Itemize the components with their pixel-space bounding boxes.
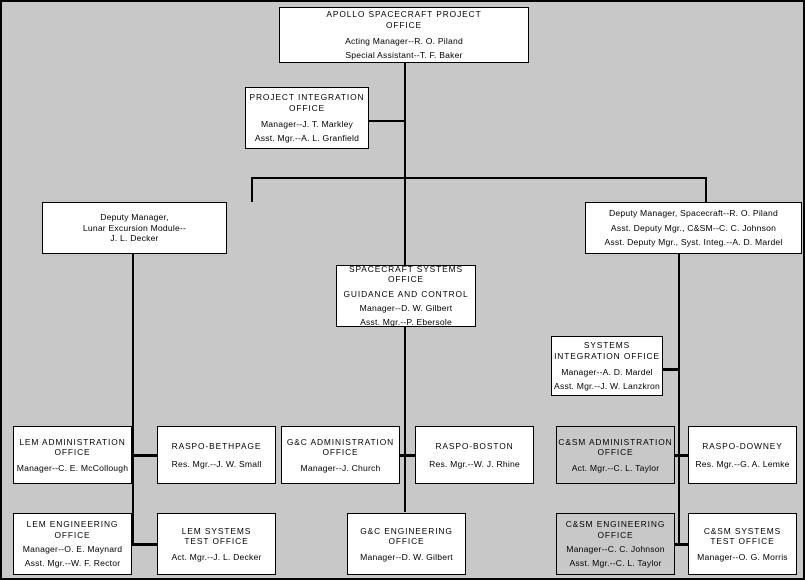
node-header-line-2: OFFICE: [597, 446, 634, 457]
node-header-line-1: G&C ENGINEERING: [360, 525, 453, 536]
node-raspo-downey[interactable]: RASPO-DOWNEY Res. Mgr.--G. A. Lemke: [688, 426, 797, 484]
node-detail-line-1: Manager--O. E. Maynard: [22, 543, 123, 554]
node-header-line-1: PROJECT INTEGRATION: [249, 92, 365, 103]
connector-spacecraft-deputy-drop: [705, 177, 707, 202]
node-detail-line-1: Res. Mgr.--J. W. Small: [171, 458, 262, 469]
node-detail-line-2: Asst. Deputy Mgr., C&SM--C. C. Johnson: [610, 222, 777, 233]
node-header-line-2: OFFICE: [322, 446, 359, 457]
connector-center-spine: [404, 327, 406, 512]
node-header-line-1: C&SM ENGINEERING: [565, 519, 666, 530]
node-detail-line-2: Asst. Mgr.--A. L. Granfield: [254, 133, 360, 144]
node-detail-line-2: Asst. Mgr.--J. W. Lanzkron: [554, 381, 660, 392]
node-detail-line-1: Manager--O. G. Morris: [697, 552, 788, 562]
node-detail-line-1: Deputy Manager,: [100, 212, 169, 223]
node-header-line-2: OFFICE: [288, 102, 326, 113]
node-gc-engineering-office[interactable]: G&C ENGINEERING OFFICE Manager--D. W. Gi…: [347, 513, 466, 575]
node-lem-engineering-office[interactable]: LEM ENGINEERING OFFICE Manager--O. E. Ma…: [13, 513, 132, 575]
node-header-line-1: LEM SYSTEMS: [181, 525, 252, 536]
node-detail-line-1: Manager--J. T. Markley: [260, 118, 354, 129]
node-csm-systems-test-office[interactable]: C&SM SYSTEMS TEST OFFICE Manager--O. G. …: [688, 513, 797, 575]
node-csm-engineering-office[interactable]: C&SM ENGINEERING OFFICE Manager--C. C. J…: [556, 513, 675, 575]
node-header-line-2: OFFICE: [385, 19, 423, 30]
node-header-line-1: G&C ADMINISTRATION: [286, 436, 395, 447]
node-header-line-2: INTEGRATION OFFICE: [554, 350, 660, 361]
node-detail-line-3: J. L. Decker: [110, 233, 159, 244]
node-header-line-1: LEM ADMINISTRATION: [19, 436, 126, 447]
node-detail-line-1: Deputy Manager, Spacecraft--R. O. Piland: [609, 208, 778, 219]
node-detail-line-2: Special Assistant--T. F. Baker: [345, 50, 463, 61]
node-detail-line-3: Asst. Deputy Mgr., Syst. Integ.--A. D. M…: [604, 237, 783, 248]
node-header-line-1: RASPO-BOSTON: [435, 440, 514, 451]
node-detail-line-2: Lunar Excursion Module--: [82, 222, 187, 233]
connector-project-integration-link: [368, 120, 406, 122]
node-header-line-2: TEST OFFICE: [710, 535, 775, 546]
connector-gc-admin-boston-link: [384, 454, 424, 457]
node-header-line-1: RASPO-DOWNEY: [702, 440, 783, 451]
node-raspo-bethpage[interactable]: RASPO-BETHPAGE Res. Mgr.--J. W. Small: [157, 426, 276, 484]
node-header-line-1: SPACECRAFT SYSTEMS OFFICE: [348, 264, 464, 285]
node-gc-administration-office[interactable]: G&C ADMINISTRATION OFFICE Manager--J. Ch…: [281, 426, 400, 484]
node-header-line-1: C&SM ADMINISTRATION: [558, 436, 673, 447]
connector-apollo-trunk: [404, 62, 406, 177]
node-header-line-1: C&SM SYSTEMS: [703, 525, 782, 536]
node-deputy-manager-lunar-excursion-module[interactable]: Deputy Manager, Lunar Excursion Module--…: [42, 202, 227, 254]
node-header-line-2: OFFICE: [597, 529, 634, 540]
node-lem-systems-test-office[interactable]: LEM SYSTEMS TEST OFFICE Act. Mgr.--J. L.…: [157, 513, 276, 575]
node-raspo-boston[interactable]: RASPO-BOSTON Res. Mgr.--W. J. Rhine: [415, 426, 534, 484]
node-detail-line-1: Res. Mgr.--W. J. Rhine: [429, 458, 520, 469]
node-detail-line-2: Asst. Mgr.--P. Ebersole: [360, 317, 452, 328]
node-header-line-2: OFFICE: [54, 529, 91, 540]
node-header-line-1: LEM ENGINEERING: [26, 519, 119, 530]
connector-deputy-bus: [251, 177, 707, 179]
node-detail-line-1: Acting Manager--R. O. Piland: [345, 35, 463, 46]
node-detail-line-1: Manager--A. D. Mardel: [561, 366, 653, 377]
node-spacecraft-systems-office[interactable]: SPACECRAFT SYSTEMS OFFICE GUIDANCE AND C…: [336, 264, 476, 328]
node-header-line-1: APOLLO SPACECRAFT PROJECT: [326, 9, 482, 20]
node-header-line-1: RASPO-BETHPAGE: [171, 440, 262, 451]
node-detail-line-1: Act. Mgr.--J. L. Decker: [171, 552, 262, 562]
connector-systems-integration-link: [662, 368, 680, 371]
node-header-line-2: OFFICE: [54, 446, 91, 457]
connector-spacecraft-spine: [678, 253, 680, 545]
connector-lem-deputy-drop: [251, 177, 253, 202]
connector-lem-admin-raspo-link: [132, 454, 158, 457]
node-detail-line-1: Manager--D. W. Gilbert: [359, 302, 453, 313]
node-detail-line-1: Manager--J. Church: [300, 463, 381, 473]
node-project-integration-office[interactable]: PROJECT INTEGRATION OFFICE Manager--J. T…: [245, 87, 369, 149]
node-header-line-2: GUIDANCE AND CONTROL: [343, 288, 469, 299]
node-header-line-2: OFFICE: [388, 535, 425, 546]
connector-lem-spine: [132, 253, 134, 545]
node-detail-line-1: Res. Mgr.--G. A. Lemke: [695, 458, 790, 469]
node-systems-integration-office[interactable]: SYSTEMS INTEGRATION OFFICE Manager--A. D…: [551, 336, 663, 396]
node-header-line-2: TEST OFFICE: [184, 535, 249, 546]
node-detail-line-1: Manager--C. C. Johnson: [566, 543, 665, 554]
node-header-line-1: SYSTEMS: [583, 340, 631, 351]
node-detail-line-1: Act. Mgr.--C. L. Taylor: [571, 463, 660, 473]
connector-center-trunk-upper: [404, 177, 406, 265]
node-detail-line-1: Manager--C. E. McCollough: [16, 463, 129, 473]
node-detail-line-1: Manager--D. W. Gilbert: [360, 552, 453, 562]
node-deputy-manager-spacecraft[interactable]: Deputy Manager, Spacecraft--R. O. Piland…: [585, 202, 802, 254]
node-detail-line-2: Asst. Mgr.--W. F. Rector: [24, 558, 121, 569]
node-apollo-spacecraft-project-office[interactable]: APOLLO SPACECRAFT PROJECT OFFICE Acting …: [279, 7, 529, 63]
connector-lem-eng-test-link: [132, 543, 158, 546]
node-detail-line-2: Asst. Mgr.--C. L. Taylor: [569, 558, 662, 569]
node-csm-administration-office[interactable]: C&SM ADMINISTRATION OFFICE Act. Mgr.--C.…: [556, 426, 675, 484]
node-lem-administration-office[interactable]: LEM ADMINISTRATION OFFICE Manager--C. E.…: [13, 426, 132, 484]
